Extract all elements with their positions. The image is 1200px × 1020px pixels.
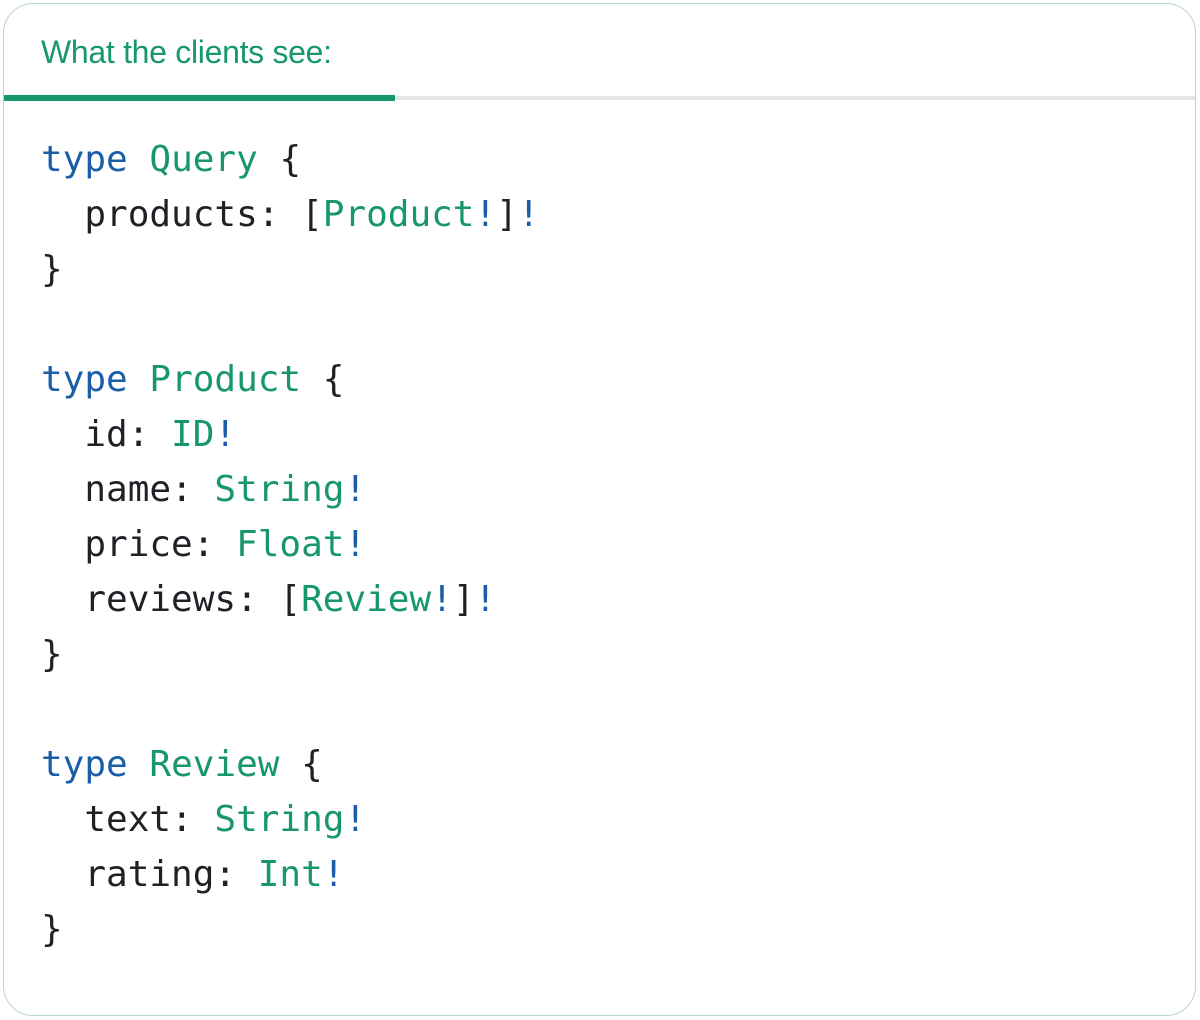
- code-line: name: String!: [41, 469, 367, 511]
- code-line: }: [41, 249, 63, 291]
- code-panel-card: What the clients see: type Query { produ…: [3, 3, 1196, 1016]
- code-line: id: ID!: [41, 414, 237, 456]
- code-line: price: Float!: [41, 524, 367, 566]
- tab-label: What the clients see:: [41, 34, 332, 70]
- code-line: }: [41, 634, 63, 676]
- code-line: [41, 682, 1195, 737]
- tab-bar: What the clients see:: [4, 4, 1195, 102]
- tab-underline-track: [4, 95, 1195, 102]
- code-line: type Product {: [41, 359, 345, 401]
- code-line: products: [Product!]!: [41, 194, 540, 236]
- code-line: type Review {: [41, 744, 323, 786]
- graphql-schema-code: type Query { products: [Product!]!} type …: [41, 132, 1195, 957]
- tab-active-indicator: [4, 95, 395, 102]
- code-line: type Query {: [41, 139, 302, 181]
- code-line: reviews: [Review!]!: [41, 579, 497, 621]
- code-line: rating: Int!: [41, 854, 345, 896]
- code-line: }: [41, 909, 63, 951]
- code-line: [41, 297, 1195, 352]
- code-line: text: String!: [41, 799, 367, 841]
- tab-what-the-clients-see[interactable]: What the clients see:: [4, 34, 1195, 70]
